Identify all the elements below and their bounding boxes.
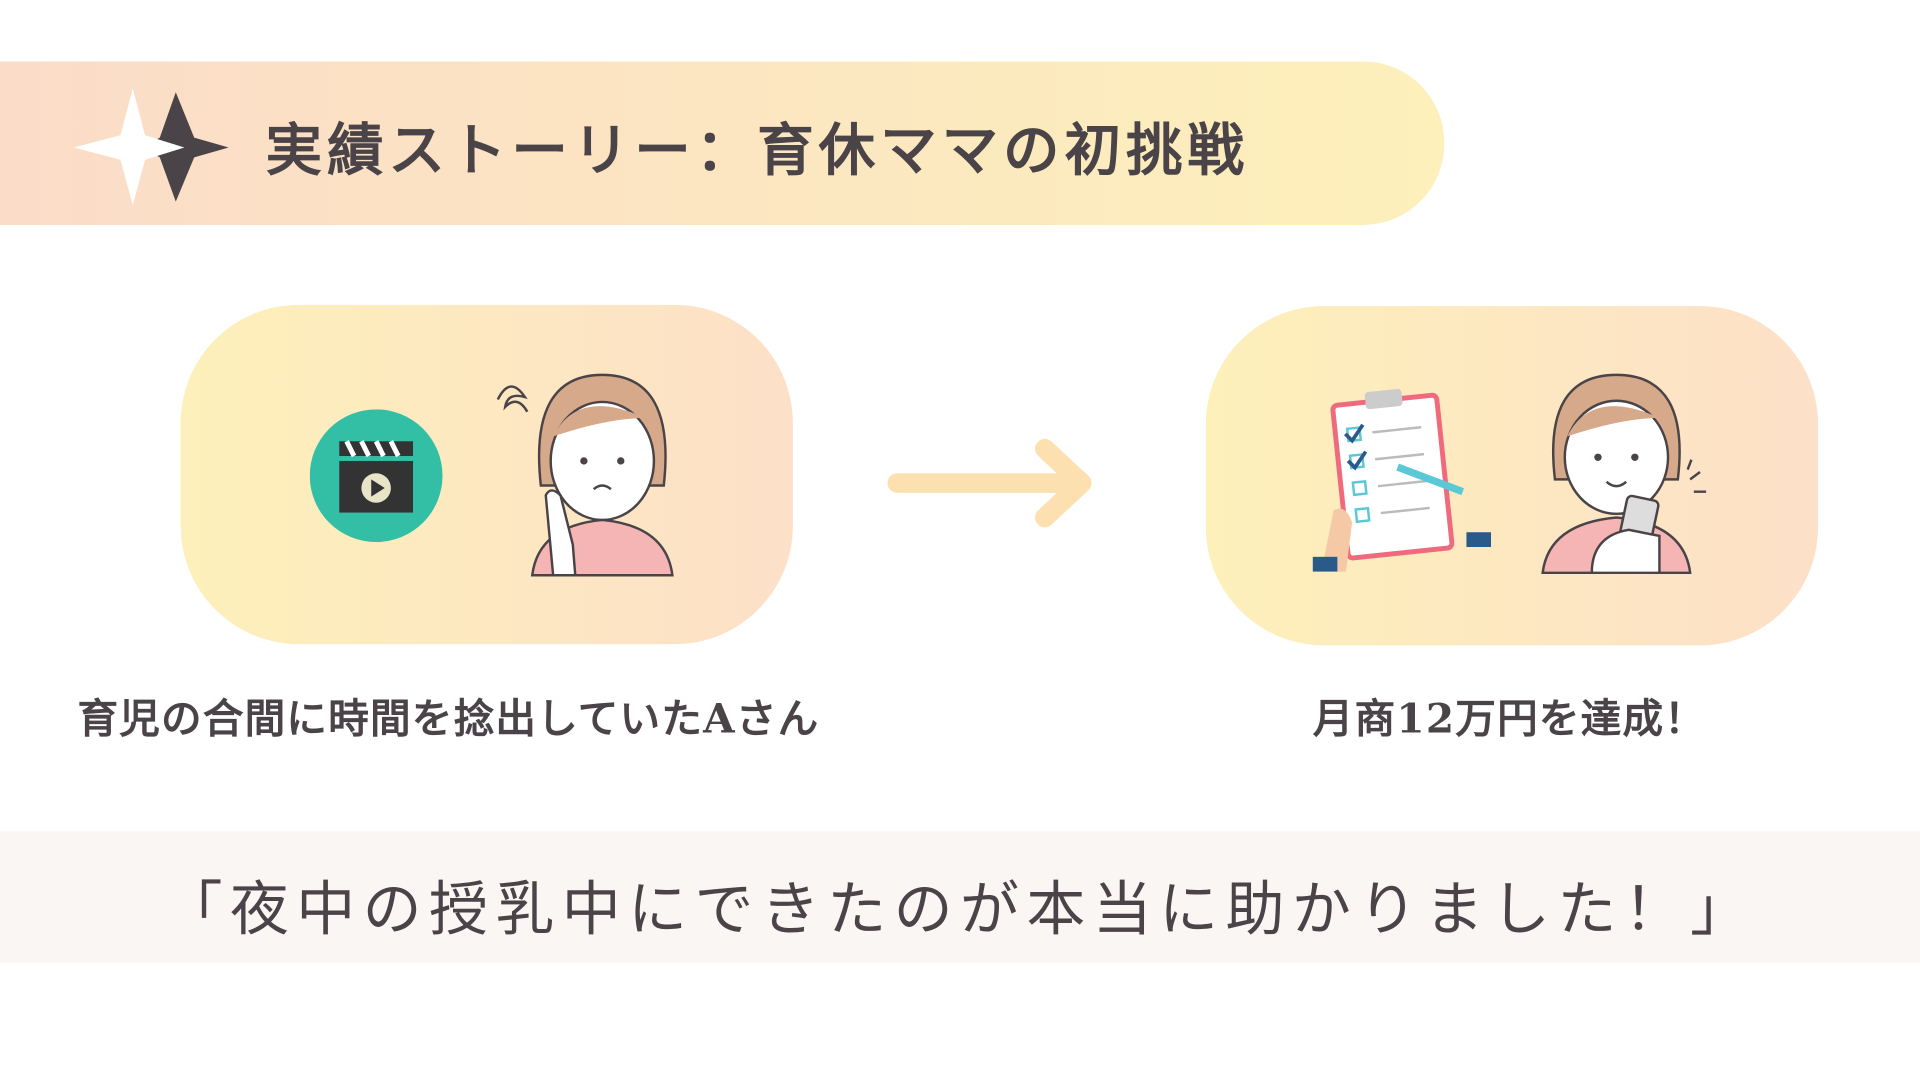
before-card (180, 304, 793, 645)
sparkle-icon (73, 88, 229, 206)
checklist-clipboard-illustration (1312, 388, 1492, 572)
arrow-right-icon (887, 438, 1092, 528)
page-title: 実績ストーリー：育休ママの初挑戦 (265, 116, 1249, 184)
title-banner (0, 61, 1445, 225)
after-caption: 月商12万円を達成！ (1312, 694, 1707, 743)
quote-band (0, 830, 1920, 963)
happy-woman-illustration (1541, 373, 1707, 575)
before-caption: 育児の合間に時間を捻出していたAさん (77, 694, 820, 743)
testimonial-quote: 「夜中の授乳中にできたのが本当に助かりました！」 (163, 875, 1757, 945)
video-clapperboard-icon (309, 409, 443, 543)
after-card (1205, 306, 1818, 646)
worried-woman-illustration (496, 373, 674, 577)
